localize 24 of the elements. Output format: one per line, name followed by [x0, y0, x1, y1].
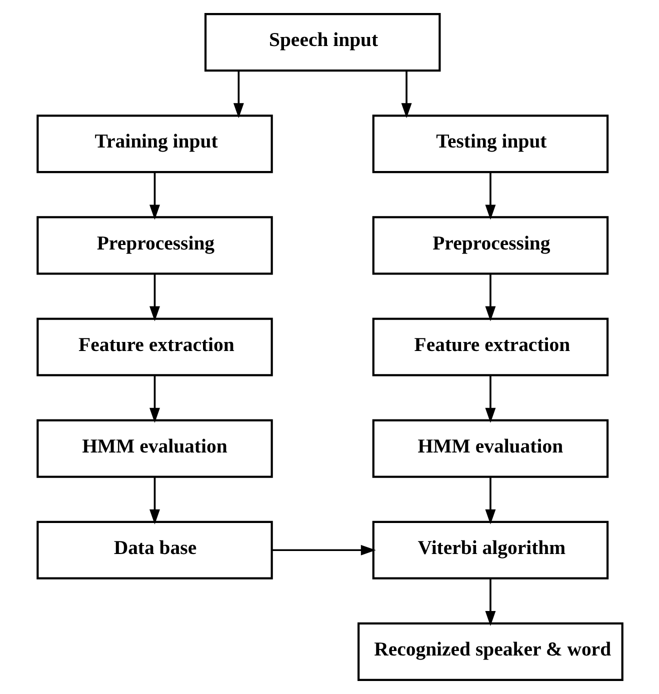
node-box: HMM evaluation [372, 419, 608, 478]
arrow [484, 476, 496, 524]
node-box: Testing input [372, 114, 608, 174]
node-box: Viterbi algorithm [372, 520, 608, 580]
node-box: Recognized speaker & word [357, 622, 623, 681]
node-box: HMM evaluation [36, 419, 272, 478]
node-box: Speech input [204, 13, 440, 72]
arrow [232, 70, 244, 118]
arrow [148, 375, 160, 423]
node-box: Preprocessing [36, 216, 272, 275]
node-box: Data base [36, 520, 272, 580]
arrow [272, 544, 376, 556]
arrow [148, 476, 160, 524]
arrow [484, 578, 496, 626]
arrow [148, 172, 160, 220]
arrow [400, 70, 412, 118]
node-box: Feature extraction [372, 318, 608, 376]
arrow [484, 172, 496, 220]
node-box: Training input [36, 114, 272, 174]
arrow [484, 375, 496, 423]
arrow [148, 274, 160, 322]
node-box: Feature extraction [36, 318, 272, 376]
node-box: Preprocessing [372, 216, 608, 275]
arrow [484, 274, 496, 322]
